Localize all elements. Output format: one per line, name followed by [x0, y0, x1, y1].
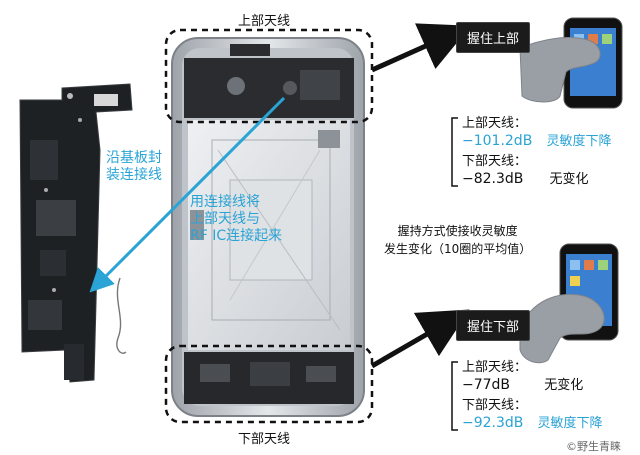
- phone-body: [171, 37, 365, 417]
- antenna-name: 上部天线：: [462, 116, 528, 131]
- coax-cable: [116, 277, 127, 354]
- hand-holding-phone-bottom: [519, 243, 619, 364]
- arrow-to-grip-top: [370, 23, 471, 73]
- result-row: 下部天线：: [462, 154, 611, 170]
- antenna-name: 上部天线：: [462, 360, 528, 375]
- result-row: 上部天线：: [462, 360, 603, 376]
- grip-method-note: 握持方式使接收灵敏度 发生变化（10圈的平均值）: [384, 224, 532, 256]
- connector-arrow: [89, 96, 286, 293]
- result-row: −92.3dB 灵敏度下降: [462, 415, 603, 432]
- change-label: 灵敏度下降: [546, 134, 612, 149]
- antenna-name: 下部天线：: [462, 398, 528, 413]
- signal-value: −77dB: [462, 377, 511, 393]
- hand-holding-phone-top: [519, 17, 623, 109]
- grip-top-results: 上部天线： −101.2dB 灵敏度下降 下部天线： −82.3dB 无变化: [462, 116, 611, 188]
- change-label: 灵敏度下降: [537, 416, 603, 431]
- connector-note: 用连接线将 上部天线与 RF IC连接起来: [190, 194, 283, 244]
- signal-value: −82.3dB: [462, 171, 524, 187]
- change-label: 无变化: [549, 172, 589, 187]
- result-bracket-top: [451, 117, 458, 187]
- board-note: 沿基板封 装连接线: [106, 150, 162, 183]
- logic-board: [19, 83, 133, 383]
- change-label: 无变化: [544, 378, 584, 393]
- top-antenna-outline: [164, 28, 374, 124]
- result-bracket-bottom: [451, 361, 458, 431]
- result-row: −77dB 无变化: [462, 377, 603, 394]
- watermark: ©野生青睐: [566, 440, 621, 453]
- arrow-to-grip-bottom: [370, 309, 470, 369]
- antenna-name: 下部天线：: [462, 154, 528, 169]
- grip-bottom-tag: 握住下部: [456, 310, 531, 341]
- result-row: −82.3dB 无变化: [462, 171, 611, 188]
- signal-value: −92.3dB: [462, 415, 524, 431]
- result-row: 下部天线：: [462, 398, 603, 414]
- grip-top-tag: 握住上部: [456, 22, 531, 53]
- signal-value: −101.2dB: [462, 133, 533, 149]
- result-row: 上部天线：: [462, 116, 611, 132]
- top-antenna-label: 上部天线: [238, 14, 291, 29]
- grip-bottom-results: 上部天线： −77dB 无变化 下部天线： −92.3dB 灵敏度下降: [462, 360, 603, 432]
- result-row: −101.2dB 灵敏度下降: [462, 133, 611, 150]
- bottom-antenna-label: 下部天线: [238, 432, 291, 447]
- bottom-antenna-outline: [164, 344, 374, 424]
